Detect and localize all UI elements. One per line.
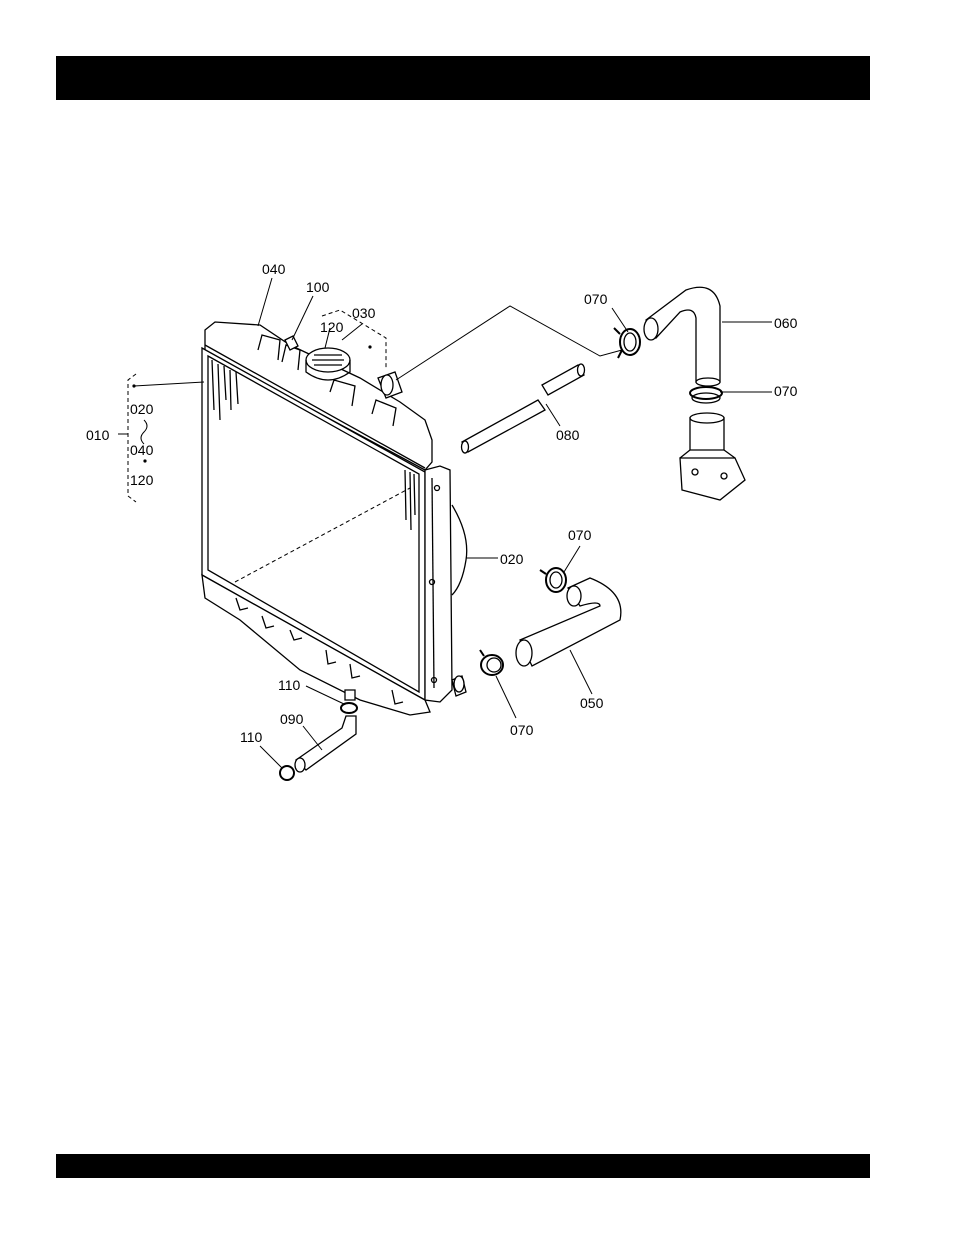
- callout-030: 030: [352, 305, 376, 321]
- radiator-assembly: [202, 322, 467, 715]
- callout-100: 100: [306, 279, 330, 295]
- clamp-110-lower: [280, 766, 294, 780]
- callout-070-right: 070: [774, 383, 798, 399]
- callout-020: 020: [500, 551, 524, 567]
- clamp-070-mid: [540, 568, 566, 592]
- callout-010: 010: [86, 427, 110, 443]
- callout-090: 090: [280, 711, 304, 727]
- clamp-110-upper: [341, 703, 357, 713]
- hose-060: [644, 287, 720, 386]
- callout-110-upper: 110: [278, 677, 301, 693]
- callout-060: 060: [774, 315, 798, 331]
- callout-020-set: 020: [130, 401, 154, 417]
- callout-070-top: 070: [584, 291, 608, 307]
- clamp-070-low: [480, 650, 503, 675]
- drain-hose-090: [295, 716, 356, 772]
- callout-070-low: 070: [510, 722, 534, 738]
- clamp-070-top: [614, 328, 640, 358]
- callout-070-mid: 070: [568, 527, 592, 543]
- callout-120-set: 120: [130, 472, 154, 488]
- callout-110-lower: 110: [240, 729, 263, 745]
- callout-050: 050: [580, 695, 604, 711]
- callout-040: 040: [262, 261, 286, 277]
- callout-040-set: 040: [130, 442, 154, 458]
- clamp-070-right: [690, 387, 722, 403]
- thermostat-housing: [680, 413, 745, 500]
- callout-080: 080: [556, 427, 580, 443]
- callout-120-cap: 120: [320, 319, 344, 335]
- hose-050: [516, 578, 621, 666]
